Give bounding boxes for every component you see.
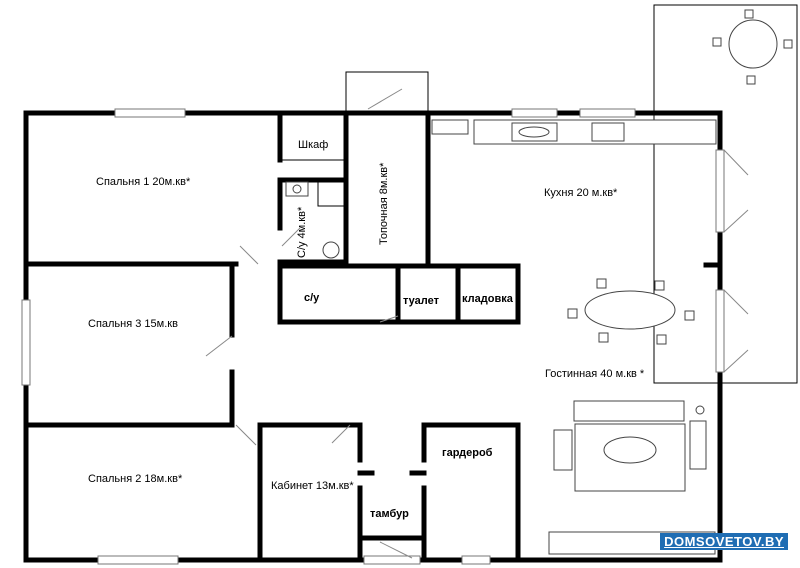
furnace-room-label: Топочная 8м.кв*: [378, 162, 390, 245]
office-label: Кабинет 13м.кв*: [271, 480, 354, 492]
door-swings: [205, 149, 749, 559]
bathroom-label: с/у: [304, 292, 320, 304]
bedroom3-label: Спальня 3 15м.кв: [88, 318, 178, 330]
windows: [21, 108, 725, 565]
dining-table: [567, 278, 695, 345]
porch: [345, 71, 429, 113]
kitchen-label: Кухня 20 м.кв*: [544, 187, 618, 199]
interior-walls: [23, 110, 723, 563]
storage-label: кладовка: [462, 293, 514, 305]
living-furniture: [548, 400, 716, 555]
closet-label: Шкаф: [298, 139, 328, 151]
bedroom2-label: Спальня 2 18м.кв*: [88, 473, 183, 485]
bathroom-small-label: С/у 4м.кв*: [296, 206, 308, 258]
watermark[interactable]: DOMSOVETOV.BY: [660, 533, 788, 550]
kitchen-furniture: [431, 119, 717, 145]
bathroom-fixtures: [285, 181, 345, 259]
wardrobe-label: гардероб: [442, 447, 493, 459]
bedroom1-label: Спальня 1 20м.кв*: [96, 176, 191, 188]
terrace: [653, 4, 798, 384]
living-room-label: Гостинная 40 м.кв *: [545, 368, 645, 380]
vestibule-label: тамбур: [370, 508, 409, 520]
toilet-label: туалет: [403, 295, 440, 307]
